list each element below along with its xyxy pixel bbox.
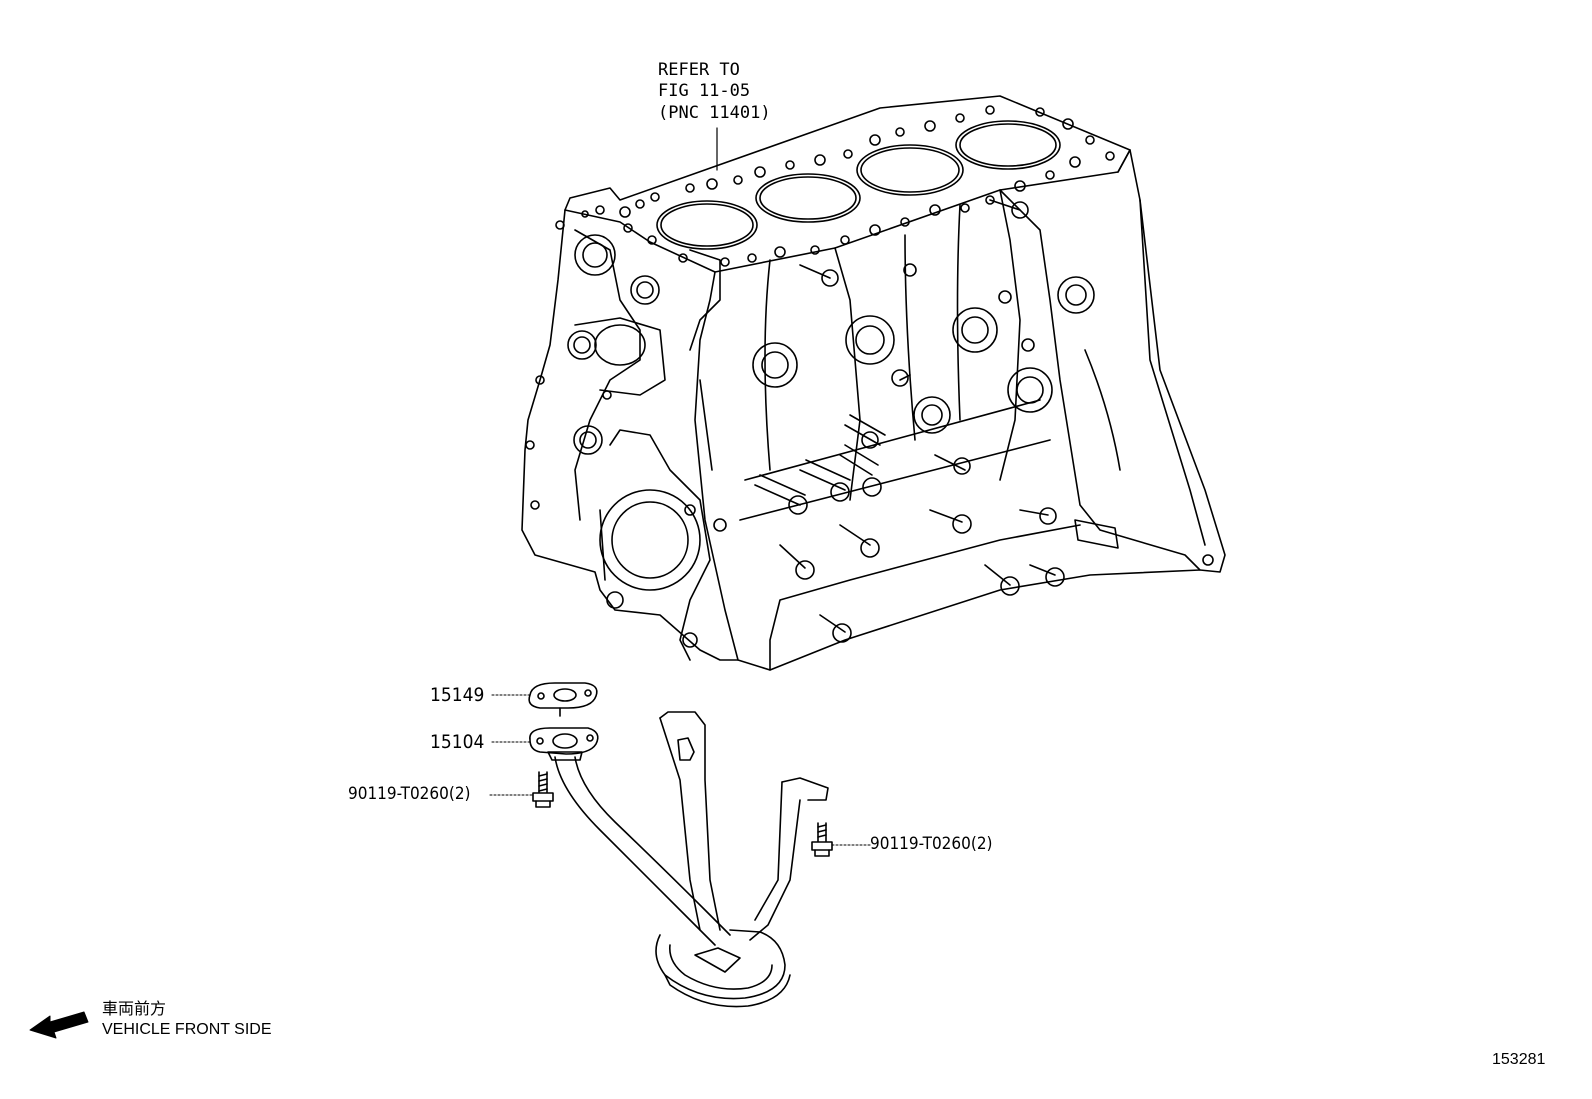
- gasket-15104: [530, 728, 598, 754]
- deck-holes: [582, 106, 1114, 266]
- block-top-deck: [565, 96, 1130, 272]
- oil-strainer: [548, 712, 828, 1007]
- callout-bolt-right[interactable]: 90119-T0260(2): [870, 834, 993, 854]
- bearing-cap-bolts: [755, 200, 1064, 642]
- gasket-15149: [529, 683, 597, 716]
- cylinder-block: [522, 96, 1225, 670]
- bolt-left: [533, 772, 553, 807]
- rear-boss: [1058, 277, 1094, 313]
- block-rear-face: [1000, 150, 1225, 572]
- bore-1: [657, 201, 757, 249]
- bore-4: [956, 121, 1060, 169]
- direction-english: VEHICLE FRONT SIDE: [102, 1021, 272, 1038]
- illustration-id: 153281: [1492, 1051, 1546, 1068]
- bore-2-inner: [760, 177, 856, 219]
- leader-lines: [490, 695, 870, 845]
- reference-line-2: FIG 11-05: [658, 81, 751, 101]
- bore-4-inner: [960, 124, 1056, 166]
- vehicle-front-arrow: [30, 1012, 88, 1038]
- reference-line-1: REFER TO: [658, 60, 740, 80]
- bore-2: [756, 174, 860, 222]
- direction-japanese: 車両前方: [102, 1001, 167, 1018]
- front-oil-port: [575, 235, 615, 275]
- bore-3: [857, 145, 963, 195]
- side-boss: [753, 343, 797, 387]
- bore-1-inner: [661, 204, 753, 246]
- callout-15149[interactable]: 15149: [430, 684, 485, 706]
- crank-opening: [600, 490, 700, 590]
- block-side: [695, 272, 1200, 670]
- block-front-face: [522, 210, 738, 660]
- callout-15104[interactable]: 15104: [430, 731, 485, 753]
- bolt-right: [812, 823, 832, 856]
- reference-line-3: (PNC 11401): [658, 103, 771, 123]
- callout-bolt-left[interactable]: 90119-T0260(2): [348, 784, 471, 804]
- bore-3-inner: [861, 148, 959, 192]
